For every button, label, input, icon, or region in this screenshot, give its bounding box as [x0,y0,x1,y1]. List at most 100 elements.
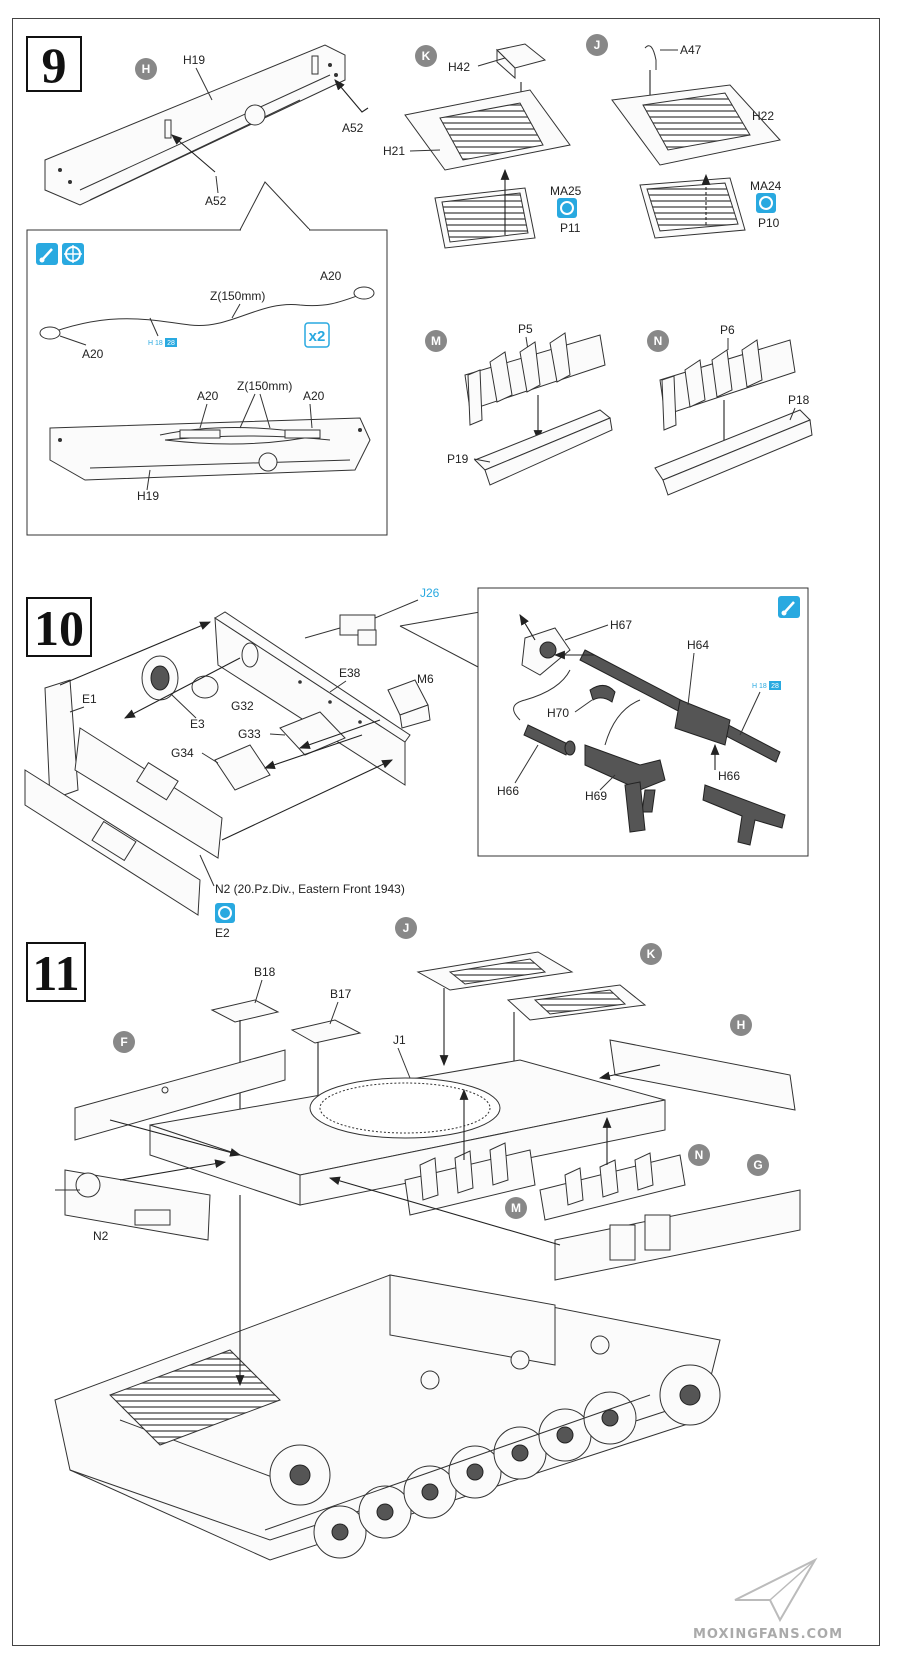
step-9: 9 H H19 A52 A52 [26,34,813,536]
label-h66-right: H66 [718,769,740,783]
p5-track-holder [464,332,606,426]
j1-superstructure [149,1059,666,1206]
label-a20-left: A20 [82,347,104,361]
crosshair-decal-icon [756,193,776,213]
svg-text:28: 28 [167,340,175,347]
g34-part [214,744,271,791]
h66-left-part [523,724,576,756]
label-z-top: Z(150mm) [210,289,265,303]
label-h70: H70 [547,706,569,720]
step-10: 10 E38 J26 M6 E1 [24,586,809,940]
marker-n-step11: N [695,1148,704,1162]
crosshair-decal-icon [215,903,235,923]
p19-rail-part [474,409,613,486]
p18-rail-part [654,409,813,496]
label-p5: P5 [518,322,533,336]
j26-mg-part [304,614,377,646]
label-m6: M6 [417,672,434,686]
marker-m-circle [425,330,447,352]
h69-guide-line [604,699,641,746]
step-9-box [26,36,82,92]
paint-brush-icon [36,243,58,265]
m6-part [387,679,431,729]
p6-track-holder [659,339,796,431]
h67-mount-part [521,627,571,676]
crosshair-decal-icon [557,198,577,218]
step-10-number: 10 [34,600,84,656]
arrow-n2-to-e38 [221,759,393,841]
k-deck-subassembly [506,984,647,1021]
f-side-plate [74,1049,286,1141]
label-p11: P11 [560,221,581,235]
arrow-f-to-hull [109,1119,242,1157]
arrow-a52-right [334,79,369,113]
label-p6: P6 [720,323,735,337]
n2-plate-part [74,727,223,859]
watermark-text: MOXINGFANS.COM [693,1627,843,1642]
label-g32: G32 [231,699,254,713]
marker-j: J [594,38,601,52]
engine-deck-vents [109,1349,281,1446]
h-side-plate [609,1039,796,1111]
label-h69: H69 [585,789,607,803]
label-h42: H42 [448,60,470,74]
arrow-g34 [263,734,363,769]
arrow-g-to-hull [328,1176,561,1246]
h19-inset-part [49,417,371,481]
p11-grille-part [434,187,536,249]
e2-plate-part [24,769,201,916]
h64-mg-barrel [579,649,781,763]
crosshair-decal-icon [62,243,84,265]
label-j1: J1 [393,1033,406,1047]
label-p18: P18 [788,393,810,407]
page-border [12,18,880,1646]
arrow-e3-out [124,657,241,719]
marker-m-step11: M [511,1201,521,1215]
svg-text:x2: x2 [309,328,326,345]
label-b17: B17 [330,987,352,1001]
label-n2-step11: N2 [93,1229,109,1243]
g-side-plate [554,1189,801,1281]
step-9-number: 9 [42,37,67,93]
marker-j-step11: J [403,921,410,935]
e38-wall-part [214,611,411,786]
label-ma25: MA25 [550,184,582,198]
a47-part [644,45,657,70]
svg-text:18: 18 [155,340,163,347]
h70-part [589,685,616,703]
step-11-box [26,942,86,1002]
label-a20-top: A20 [320,269,342,283]
h22-deck-plate [611,84,781,166]
n-track-holder [539,1152,686,1221]
label-a47: A47 [680,43,702,57]
label-h64: H64 [687,638,709,652]
label-h21: H21 [383,144,405,158]
label-a52-left: A52 [205,194,227,208]
label-h19-top: H19 [183,53,205,67]
marker-g-step11: G [753,1158,762,1172]
marker-h-circle [135,58,157,80]
label-z-mid: Z(150mm) [237,379,292,393]
label-h22: H22 [752,109,774,123]
svg-text:H: H [752,683,757,690]
marker-h: H [142,62,151,76]
label-g33: G33 [238,727,261,741]
label-e38: E38 [339,666,361,680]
marker-m: M [431,334,441,348]
watermark: MOXINGFANS.COM [693,1557,843,1642]
svg-text:28: 28 [771,683,779,690]
label-h67: H67 [610,618,632,632]
label-a20-mid-left: A20 [197,389,219,403]
arrow-g33 [298,719,381,749]
marker-n: N [654,334,663,348]
h66-guide-line [513,669,571,721]
paint-brush-icon [778,596,800,618]
decal-ref-h18-28-b: H 18 28 [752,681,781,690]
label-e2: E2 [215,926,230,940]
label-e1: E1 [82,692,97,706]
label-g34: G34 [171,746,194,760]
arrow-n2-to-hull [119,1159,227,1181]
p10-grille-part [639,177,746,239]
